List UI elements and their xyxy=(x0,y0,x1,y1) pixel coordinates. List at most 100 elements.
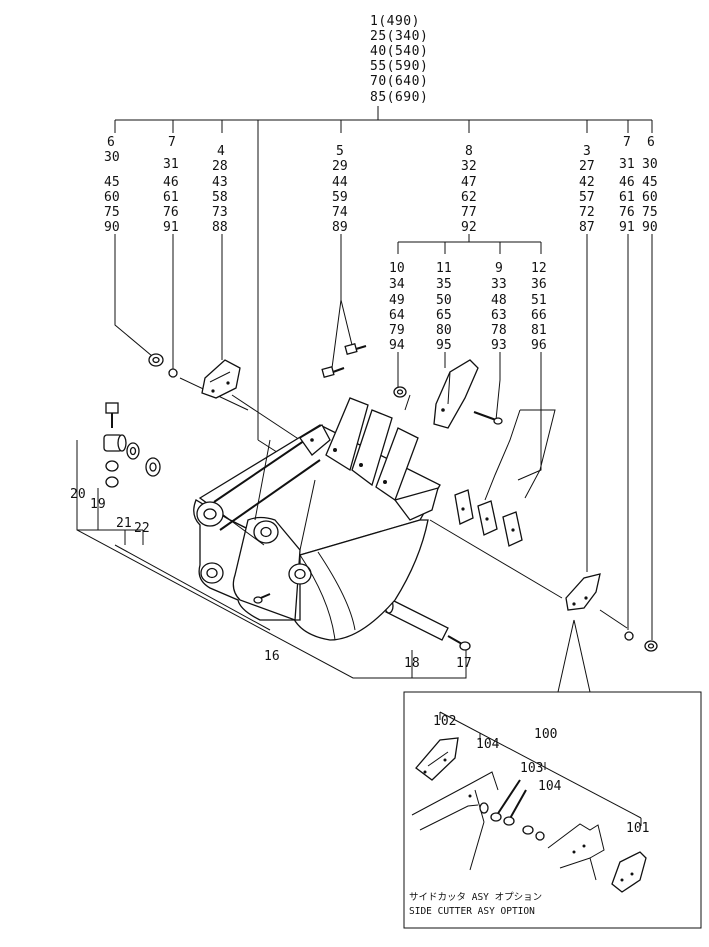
option-box-parts xyxy=(411,711,647,893)
adapter-plate xyxy=(477,500,498,536)
col-8-4: 62 xyxy=(461,190,477,205)
top-group-line-4: 55(590) xyxy=(370,59,428,74)
col-5-1: 5 xyxy=(336,144,344,159)
callout-21: 21 xyxy=(116,516,132,531)
col-6-right-5: 75 xyxy=(642,205,658,220)
column-10: 10 34 49 64 79 94 xyxy=(389,261,405,353)
washer-icon xyxy=(624,631,634,641)
col-7-left-6: 91 xyxy=(163,220,179,235)
col-3-1: 3 xyxy=(583,144,591,159)
adapter-plate xyxy=(502,511,523,547)
top-bracket xyxy=(114,106,653,440)
callout-104b: 104 xyxy=(538,779,562,794)
detail-pointer xyxy=(573,619,591,693)
bucket-tooth xyxy=(375,427,419,502)
column-3: 3 27 42 57 72 87 xyxy=(579,144,595,235)
callout-103: 103 xyxy=(520,761,543,776)
left-bracket xyxy=(76,440,467,679)
small-parts xyxy=(103,343,658,652)
col-7-left-4: 61 xyxy=(163,190,179,205)
column-8: 8 32 47 62 77 92 xyxy=(461,144,477,235)
column-7-right: 7 31 46 61 76 91 xyxy=(619,135,635,235)
col-6-left-1: 6 xyxy=(107,135,115,150)
sub-bracket xyxy=(397,234,542,254)
side-cutter-option-box xyxy=(403,691,702,929)
bolt-icon xyxy=(490,779,521,822)
callout-labels: 20 19 21 22 16 18 17 xyxy=(70,487,472,671)
col-6-left-6: 90 xyxy=(104,220,120,235)
callout-20: 20 xyxy=(70,487,86,502)
top-group-line-1: 1(490) xyxy=(370,14,420,29)
column-12: 12 36 51 66 81 96 xyxy=(531,261,547,353)
col-5-5: 74 xyxy=(332,205,348,220)
col-9-6: 93 xyxy=(491,338,507,353)
column-11: 11 35 50 65 80 95 xyxy=(436,261,452,353)
top-group-line-2: 25(340) xyxy=(370,29,428,44)
caption-japanese: サイドカッタ ASY オプション xyxy=(409,892,542,903)
nut-icon xyxy=(393,386,407,398)
col-6-left-4: 60 xyxy=(104,190,120,205)
caption-english: SIDE CUTTER ASY OPTION xyxy=(409,906,535,917)
col-11-2: 35 xyxy=(436,277,452,292)
col-6-right-4: 60 xyxy=(642,190,658,205)
callout-18: 18 xyxy=(404,656,420,671)
col-6-right-3: 45 xyxy=(642,175,658,190)
col-12-3: 51 xyxy=(531,293,547,308)
column-9: 9 33 48 63 78 93 xyxy=(491,261,507,353)
callout-17: 17 xyxy=(456,656,472,671)
col-7-right-4: 61 xyxy=(619,190,635,205)
col-4-2: 28 xyxy=(212,159,228,174)
side-cutter-plate-left xyxy=(201,359,241,399)
callout-100: 100 xyxy=(534,727,557,742)
col-6-left-2: 30 xyxy=(104,150,120,165)
col-6-right-6: 90 xyxy=(642,220,658,235)
leader-lines xyxy=(114,234,653,640)
washer-icon xyxy=(145,457,161,477)
col-7-left-1: 7 xyxy=(168,135,176,150)
callout-16: 16 xyxy=(264,649,280,664)
col-6-right-2: 30 xyxy=(642,157,658,172)
col-4-3: 43 xyxy=(212,175,228,190)
col-12-5: 81 xyxy=(531,323,547,338)
nut-icon xyxy=(644,640,658,652)
col-5-3: 44 xyxy=(332,175,348,190)
col-9-3: 48 xyxy=(491,293,507,308)
col-12-1: 12 xyxy=(531,261,547,276)
col-11-1: 11 xyxy=(436,261,452,276)
col-4-1: 4 xyxy=(217,144,225,159)
side-cutter-plate-102 xyxy=(415,737,459,781)
col-7-right-2: 31 xyxy=(619,157,635,172)
col-4-4: 58 xyxy=(212,190,228,205)
col-7-right-6: 91 xyxy=(619,220,635,235)
pin-icon xyxy=(473,411,503,425)
bolt-icon xyxy=(447,635,471,651)
top-group-labels: 1(490) 25(340) 40(540) 55(590) 70(640) 8… xyxy=(370,14,428,105)
col-8-3: 47 xyxy=(461,175,477,190)
col-12-4: 66 xyxy=(531,308,547,323)
option-box-callouts: 102 104 100 103 104 101 xyxy=(433,714,649,836)
callout-101: 101 xyxy=(626,821,649,836)
side-cutter-plate-right xyxy=(565,573,601,611)
col-9-1: 9 xyxy=(495,261,503,276)
top-group-line-3: 40(540) xyxy=(370,44,428,59)
washer-icon xyxy=(168,368,178,378)
adapter-plate xyxy=(454,489,474,525)
washer-icon xyxy=(126,442,140,460)
col-10-2: 34 xyxy=(389,277,405,292)
col-6-left-5: 75 xyxy=(104,205,120,220)
col-10-4: 64 xyxy=(389,308,405,323)
col-5-6: 89 xyxy=(332,220,348,235)
option-caption: サイドカッタ ASY オプション SIDE CUTTER ASY OPTION xyxy=(409,892,542,917)
column-6-left: 6 30 45 60 75 90 xyxy=(104,135,120,235)
tooth-adapter xyxy=(484,409,556,501)
callout-19: 19 xyxy=(90,497,106,512)
col-10-5: 79 xyxy=(389,323,405,338)
col-12-2: 36 xyxy=(531,277,547,292)
bolt-icon xyxy=(344,343,367,355)
col-11-6: 95 xyxy=(436,338,452,353)
col-6-left-3: 45 xyxy=(104,175,120,190)
col-3-5: 72 xyxy=(579,205,595,220)
col-9-5: 78 xyxy=(491,323,507,338)
col-5-2: 29 xyxy=(332,159,348,174)
